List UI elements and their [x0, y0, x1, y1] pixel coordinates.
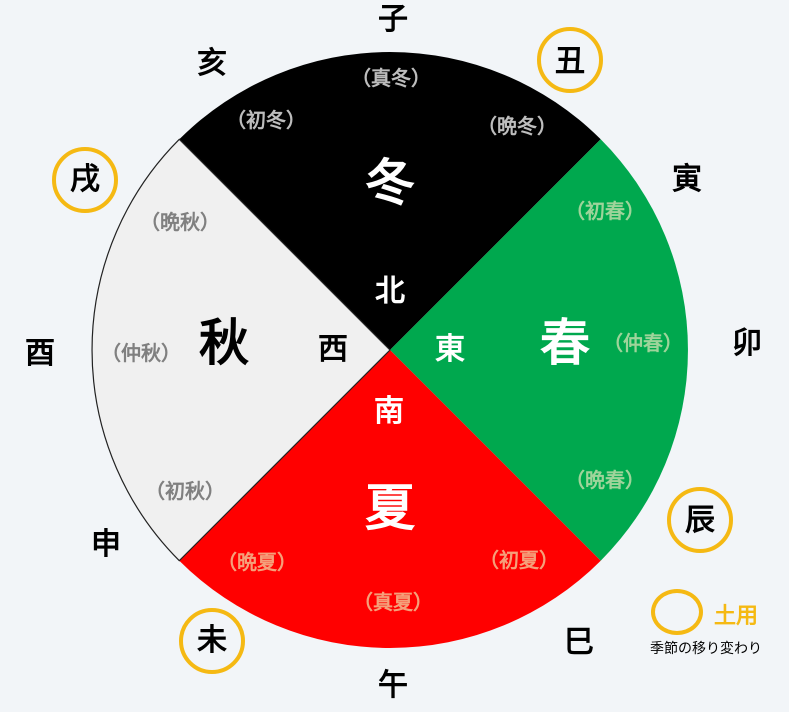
spring-early: （初春）	[565, 199, 645, 223]
summer-early: （初夏）	[479, 548, 559, 572]
direction-south: 南	[374, 394, 404, 429]
autumn-mid: （仲秋）	[101, 341, 181, 365]
spring-late: （晩春）	[565, 468, 645, 492]
branch-tatsu: 辰	[685, 503, 715, 538]
legend-note: 季節の移り変わり	[650, 641, 762, 657]
direction-north: 北	[375, 274, 405, 309]
winter-early: （初冬）	[226, 108, 306, 132]
winter-late: （晩冬）	[477, 114, 557, 138]
summer-late: （晩夏）	[217, 550, 297, 574]
branch-i: 亥	[197, 46, 227, 81]
autumn-late: （晩秋）	[140, 210, 220, 234]
branch-ushi: 丑	[555, 44, 585, 79]
branch-u: 卯	[732, 326, 762, 361]
legend-ring-icon	[651, 589, 703, 635]
earth-ring-hitsuji	[179, 608, 245, 674]
summer-sector	[179, 350, 601, 648]
legend-label: 土用	[714, 604, 759, 629]
branch-hitsuji: 未	[197, 623, 227, 658]
summer-mid: （真夏）	[353, 590, 433, 614]
spring-sector	[390, 139, 688, 561]
branch-mi: 巳	[564, 625, 594, 660]
earth-ring-tatsu	[667, 487, 733, 553]
winter-sector	[179, 52, 601, 350]
branch-ne: 子	[378, 2, 408, 37]
direction-east: 東	[435, 332, 465, 367]
branch-tora: 寅	[672, 162, 702, 197]
autumn-sector	[91, 138, 391, 562]
direction-west: 西	[318, 332, 348, 367]
winter-mid: （真冬）	[351, 66, 431, 90]
branch-saru: 申	[91, 527, 121, 562]
earth-ring-inu	[52, 147, 118, 213]
spring-mid: （仲春）	[603, 331, 683, 355]
branch-uma: 午	[378, 668, 408, 703]
earth-ring-ushi	[537, 27, 603, 93]
season-spring: 春	[540, 314, 590, 372]
branch-tori: 酉	[25, 336, 55, 371]
autumn-early: （初秋）	[145, 479, 225, 503]
branch-inu: 戌	[70, 162, 100, 197]
season-autumn: 秋	[199, 314, 249, 372]
season-summer: 夏	[365, 479, 415, 537]
season-winter: 冬	[365, 154, 415, 212]
